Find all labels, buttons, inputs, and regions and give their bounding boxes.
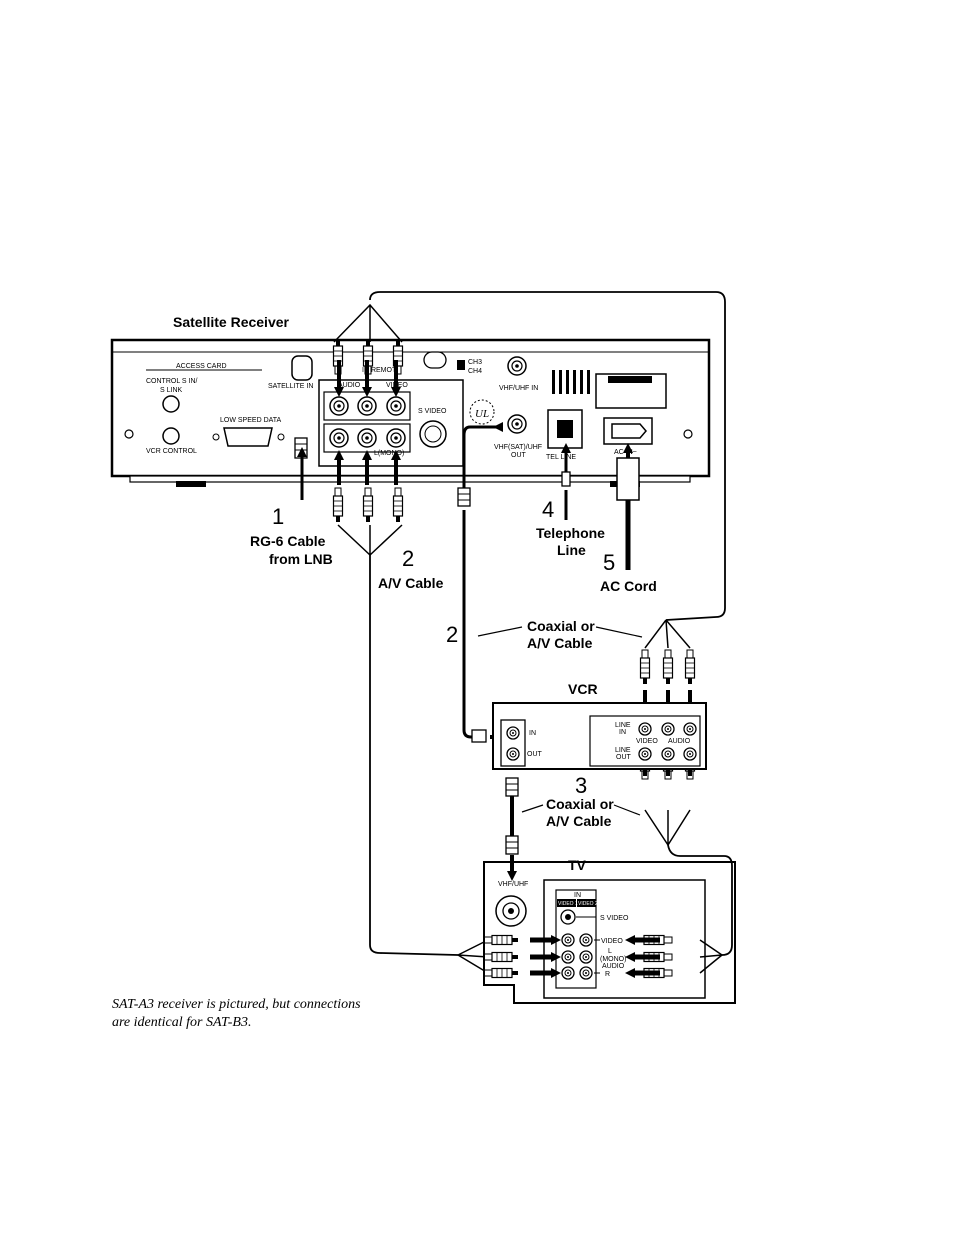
ac-cord-label: AC Cord [600,578,657,594]
step-2-number-av: 2 [402,546,414,571]
vcr-line-in-label-2: IN [619,729,626,736]
tv-l-label: L [608,948,612,955]
ch3-ch4-switch [457,360,465,370]
vcr-line-in-label-1: LINE [615,722,631,729]
vcr-control-jack [162,427,180,445]
callout-labels: 1 RG-6 Cable from LNB 2 A/V Cable 4 Tele… [250,497,657,829]
ac-in-label: AC IN~ [614,449,637,456]
coax-tv-label-1: Coaxial or [546,796,614,812]
tv-in-label: IN [574,892,581,899]
satellite-in-port [291,355,313,381]
caption-line-2: are identical for SAT-B3. [112,1015,252,1030]
vcr-in-label: IN [529,730,536,737]
vcr-audio-label: AUDIO [668,738,691,745]
av-out-panel [318,379,464,467]
tv-s-video-label: S VIDEO [600,915,629,922]
tv-r-label: R [605,971,610,978]
vcr-control-label: VCR CONTROL [146,448,197,455]
mono-label: L(MONO) [374,450,404,457]
step-4-number: 4 [542,497,554,522]
telephone-label-1: Telephone [536,525,605,541]
ir-remote-label: IR REMOTE [362,367,401,374]
s-link-label: S LINK [160,387,183,394]
coax-tv-label-2: A/V Cable [546,813,612,829]
vhf-sat-uhf-out-label-1: VHF(SAT)/UHF [494,444,542,451]
rg6-cable-label-2: from LNB [269,551,333,567]
tel-line-label: TEL LINE [546,454,576,461]
vcr-out-label: OUT [527,751,543,758]
vhf-sat-uhf-out-label-2: OUT [511,452,527,459]
tv-video2-label: VIDEO 2 [578,901,598,907]
vent-slots [552,370,590,394]
vcr-line-out-label-2: OUT [616,754,632,761]
av-audio-label: AUDIO [338,382,361,389]
step-2-number-coax: 2 [446,622,458,647]
satellite-receiver-title: Satellite Receiver [173,314,290,330]
coax-vcr-label-2: A/V Cable [527,635,593,651]
vcr: VCR IN OUT LINE IN LINE OUT VIDEO AUDIO [492,681,707,770]
vcr-title: VCR [568,681,598,697]
ch3-label: CH3 [468,359,482,366]
tv-title: TV [568,857,587,873]
cables [333,291,733,974]
av-cable-receiver-to-vcr [369,291,726,621]
step-5-number: 5 [603,550,615,575]
coax-vcr-label-1: Coaxial or [527,618,595,634]
satellite-receiver: Satellite Receiver ACCESS CARD CONTROL S… [110,314,711,487]
diagram-caption: SAT-A3 receiver is pictured, but connect… [112,996,412,1032]
av-cable-vcr-to-tv [667,844,733,956]
tv-video1-label: VIDEO 1 [558,901,578,907]
tv-back-panel [483,861,736,1004]
vcr-video-label: VIDEO [636,738,658,745]
step-1-number: 1 [272,504,284,529]
satellite-in-label: SATELLITE IN [268,383,313,390]
low-speed-data-port [223,427,273,447]
coax-receiver-to-vcr [462,510,474,739]
tv-mono-label: (MONO) [600,956,626,963]
control-s-in-label: CONTROL S IN/ [146,378,198,385]
tv: TV VHF/UHF IN VIDEO 1 VIDEO 2 S VIDEO VI… [483,857,736,1004]
tv-vhf-uhf-label: VHF/UHF [498,881,528,888]
control-s-jack [162,395,180,413]
vcr-line-out-label-1: LINE [615,747,631,754]
ul-mark: UL [475,408,489,420]
ch4-label: CH4 [468,368,482,375]
s-video-label: S VIDEO [418,408,447,415]
tv-video-label: VIDEO [601,938,623,945]
av-cable-receiver-to-tv [369,555,459,956]
vhf-uhf-in-label: VHF/UHF IN [499,385,538,392]
rg6-cable-label-1: RG-6 Cable [250,533,326,549]
telephone-label-2: Line [557,542,586,558]
low-speed-data-label: LOW SPEED DATA [220,417,282,424]
ul-logo [469,399,495,425]
caption-line-1: SAT-A3 receiver is pictured, but connect… [112,997,361,1012]
access-card-label: ACCESS CARD [176,363,227,370]
tv-audio-label: AUDIO [602,963,625,970]
coax-connectors [294,437,519,855]
step-3-number: 3 [575,773,587,798]
av-cable-label: A/V Cable [378,575,444,591]
